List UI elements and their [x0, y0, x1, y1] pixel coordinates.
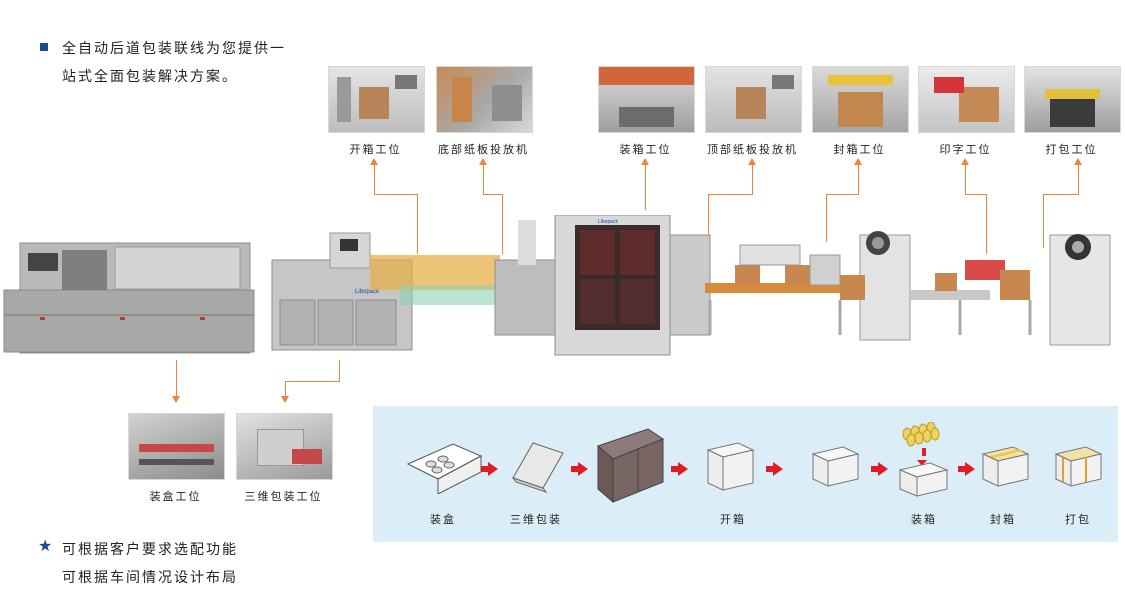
flow-arrow-icon [871, 462, 888, 476]
flow-label-cartoning: 装盒 [430, 513, 456, 526]
caption-carton-erecting: 开箱工位 [349, 143, 402, 156]
connector-line [1043, 194, 1079, 195]
caption-3d-wrapping: 三维包装工位 [244, 490, 323, 503]
arrow-down-icon [172, 396, 180, 403]
open-carton-icon [706, 442, 755, 491]
arrow-up-icon [370, 158, 378, 165]
connector-line [826, 194, 827, 242]
connector-line [752, 165, 753, 195]
photo-3d-wrapping [236, 413, 333, 480]
sealed-carton-icon [981, 446, 1030, 487]
photo-carton-erecting [328, 66, 425, 133]
connector-line [708, 194, 753, 195]
notes-line-2: 可根据车间情况设计布局 [62, 570, 238, 586]
connector-line [502, 194, 503, 254]
packing-carton-icon [898, 422, 949, 497]
intro-line-1: 全自动后道包装联线为您提供一 [62, 41, 286, 57]
caption-top-board-feeder: 顶部纸板投放机 [707, 143, 798, 156]
connector-line [285, 381, 340, 382]
connector-line [285, 381, 286, 396]
strapped-carton-icon [1054, 446, 1103, 487]
caption-printing: 印字工位 [939, 143, 992, 156]
flow-arrow-icon [958, 462, 975, 476]
arrow-up-icon [748, 158, 756, 165]
connector-line [858, 165, 859, 195]
packaging-line-illustration: Libopack Libopack [0, 214, 1125, 375]
blister-carton-icon [406, 443, 483, 494]
connector-line [965, 165, 966, 195]
flow-arrow-icon [571, 462, 588, 476]
carton-icon [811, 446, 860, 487]
photo-sealing [812, 66, 909, 133]
flat-carton-icon [597, 428, 665, 504]
caption-cartoning: 装盒工位 [149, 490, 202, 503]
flow-arrow-icon [481, 462, 498, 476]
connector-line [483, 194, 503, 195]
connector-line [708, 194, 709, 244]
arrow-up-icon [479, 158, 487, 165]
wrapped-pack-icon [511, 442, 564, 493]
process-flow-panel: 装盒 三维包装 开箱 装箱 封箱 打包 [373, 406, 1118, 542]
caption-bottom-board-feeder: 底部纸板投放机 [438, 143, 529, 156]
flow-label-erecting: 开箱 [720, 513, 746, 526]
flow-arrow-icon [671, 462, 688, 476]
arrow-up-icon [1074, 158, 1082, 165]
connector-line [645, 165, 646, 210]
caption-sealing: 封箱工位 [833, 143, 886, 156]
intro-line-2: 站式全面包装解决方案。 [62, 69, 238, 85]
arrow-up-icon [854, 158, 862, 165]
square-bullet-icon [40, 43, 48, 51]
photo-strapping [1024, 66, 1121, 133]
photo-top-board-feeder [705, 66, 802, 133]
flow-arrow-icon [766, 462, 783, 476]
flow-label-sealing: 封箱 [990, 513, 1016, 526]
connector-line [483, 165, 484, 195]
photo-case-packing [598, 66, 695, 133]
connector-line [986, 194, 987, 254]
connector-line [1043, 194, 1044, 248]
connector-line [339, 360, 340, 382]
connector-line [417, 194, 418, 254]
flow-label-strapping: 打包 [1065, 513, 1091, 526]
photo-cartoning [128, 413, 225, 480]
connector-line [176, 360, 177, 396]
notes-line-1: 可根据客户要求选配功能 [62, 542, 238, 558]
svg-text:Libopack: Libopack [598, 219, 619, 225]
connector-line [374, 194, 418, 195]
connector-line [374, 165, 375, 195]
photo-bottom-board-feeder [436, 66, 533, 133]
connector-line [965, 194, 987, 195]
connector-line [826, 194, 859, 195]
connector-line [1078, 165, 1079, 195]
flow-label-packing: 装箱 [911, 513, 937, 526]
caption-case-packing: 装箱工位 [619, 143, 672, 156]
photo-printing [918, 66, 1015, 133]
arrow-down-icon [281, 396, 289, 403]
flow-label-3d-wrapping: 三维包装 [510, 513, 562, 526]
arrow-up-icon [641, 158, 649, 165]
svg-text:Libopack: Libopack [355, 289, 380, 295]
star-icon: ★ [38, 536, 53, 555]
caption-strapping: 打包工位 [1045, 143, 1098, 156]
arrow-up-icon [961, 158, 969, 165]
